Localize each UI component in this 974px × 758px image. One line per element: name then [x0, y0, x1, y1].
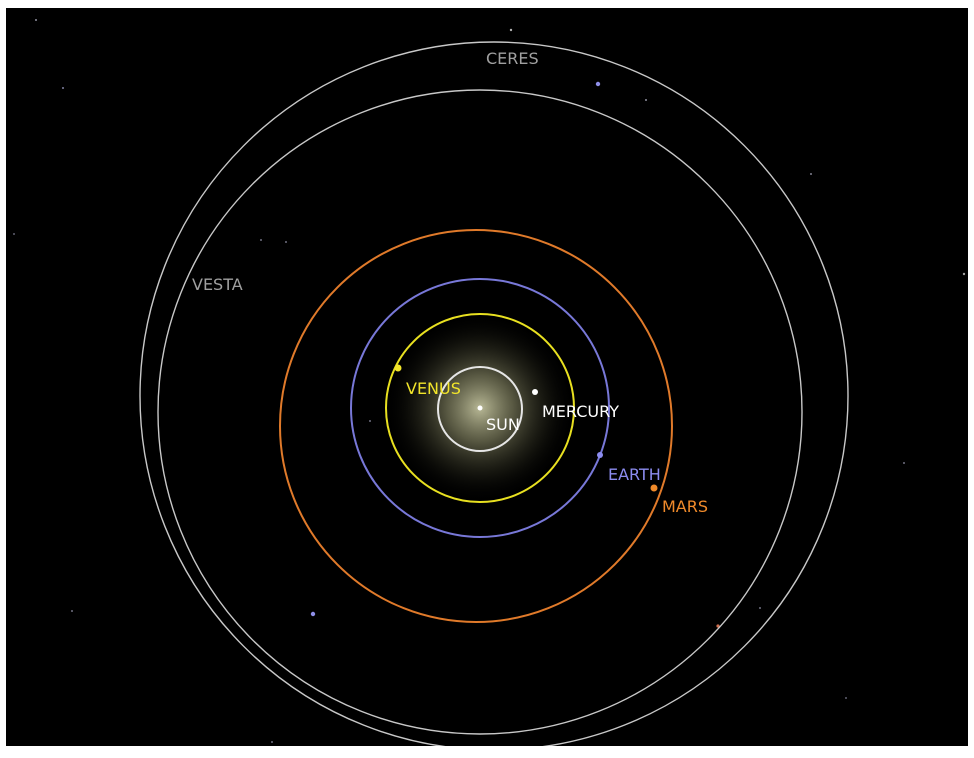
venus-marker[interactable] — [394, 364, 402, 372]
vesta-label: VESTA — [192, 275, 243, 294]
ceres-orbit — [139, 41, 849, 746]
star — [310, 611, 316, 617]
star — [13, 233, 15, 235]
vesta-orbit — [157, 89, 803, 735]
star — [595, 81, 601, 87]
star — [759, 607, 761, 609]
mars-label: MARS — [662, 497, 708, 516]
planets — [394, 364, 658, 492]
labels: CERES VESTA VENUS MERCURY SUN EARTH MARS — [192, 49, 708, 516]
star — [285, 241, 287, 243]
orbits — [139, 41, 849, 746]
sun-label: SUN — [486, 415, 520, 434]
star — [271, 741, 273, 743]
star — [369, 420, 371, 422]
sun-marker[interactable] — [477, 405, 483, 411]
solar-system-view: CERES VESTA VENUS MERCURY SUN EARTH MARS — [6, 8, 968, 746]
venus-label: VENUS — [406, 379, 461, 398]
mercury-marker[interactable] — [532, 389, 538, 395]
ceres-label: CERES — [486, 49, 539, 68]
star — [35, 19, 37, 21]
star — [716, 624, 720, 628]
star — [62, 87, 64, 89]
mercury-label: MERCURY — [542, 402, 619, 421]
star — [845, 697, 847, 699]
star — [903, 462, 905, 464]
earth-marker[interactable] — [597, 452, 603, 458]
star — [962, 272, 966, 276]
mars-marker[interactable] — [650, 484, 658, 492]
venus-orbit — [385, 313, 575, 503]
star-field — [13, 19, 966, 743]
orbit-diagram: CERES VESTA VENUS MERCURY SUN EARTH MARS — [13, 19, 966, 746]
mars-orbit — [279, 229, 673, 623]
earth-label: EARTH — [608, 465, 661, 484]
star — [71, 610, 73, 612]
earth-orbit — [350, 278, 610, 538]
star — [509, 28, 513, 32]
star — [645, 99, 647, 101]
mercury-orbit — [437, 366, 523, 452]
star — [260, 239, 262, 241]
star — [810, 173, 812, 175]
